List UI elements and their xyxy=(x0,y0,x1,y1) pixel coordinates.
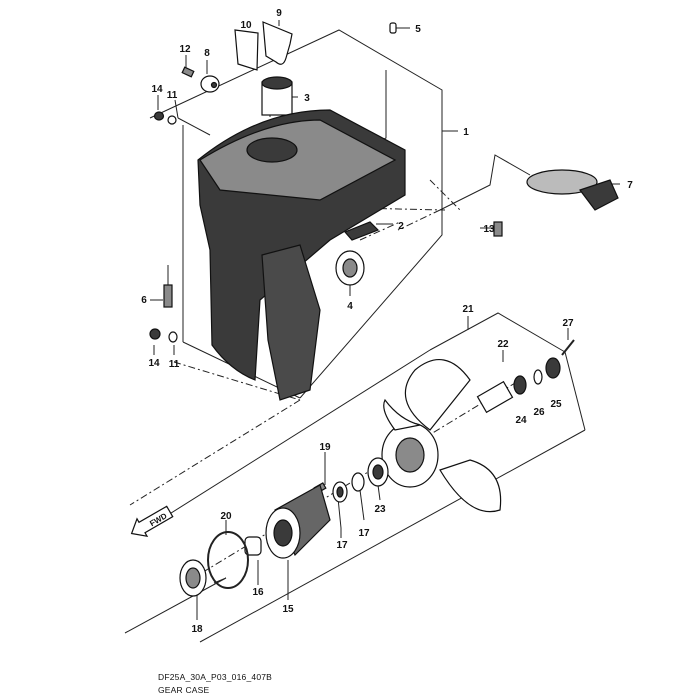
label-23: 23 xyxy=(374,504,386,515)
label-2: 2 xyxy=(398,221,404,232)
label-22: 22 xyxy=(497,339,509,350)
label-9: 9 xyxy=(276,8,282,19)
part-bolt-13 xyxy=(493,221,503,237)
label-25: 25 xyxy=(550,399,562,410)
label-16: 16 xyxy=(252,587,264,598)
label-24: 24 xyxy=(515,415,527,426)
label-1: 1 xyxy=(463,127,469,138)
part-plate-9 xyxy=(262,21,293,65)
label-21: 21 xyxy=(462,304,474,315)
part-bolt-6 xyxy=(163,284,173,308)
label-5: 5 xyxy=(415,24,421,35)
label-26: 26 xyxy=(533,407,545,418)
gear-case-1 xyxy=(197,109,406,401)
label-13: 13 xyxy=(483,224,495,235)
label-10: 10 xyxy=(240,20,252,31)
part-bolt-12 xyxy=(181,66,195,78)
label-27: 27 xyxy=(562,318,574,329)
part-clip-2 xyxy=(343,221,380,241)
part-washer-26 xyxy=(533,369,543,385)
part-washer-11b xyxy=(168,331,178,343)
label-17b: 17 xyxy=(358,528,370,539)
label-18: 18 xyxy=(191,624,203,635)
label-6: 6 xyxy=(141,295,147,306)
label-20: 20 xyxy=(220,511,232,522)
part-housing-15 xyxy=(265,484,331,559)
label-4: 4 xyxy=(347,301,353,312)
drawing-code: DF25A_30A_P03_016_407B xyxy=(158,672,273,682)
part-seal-17a xyxy=(351,472,365,492)
part-seal-18 xyxy=(179,559,207,597)
part-seal-17b xyxy=(332,481,348,503)
part-pin-5 xyxy=(389,22,397,34)
label-15: 15 xyxy=(282,604,294,615)
label-17a: 17 xyxy=(336,540,348,551)
label-8: 8 xyxy=(204,48,210,59)
label-3: 3 xyxy=(304,93,310,104)
part-spacer-22 xyxy=(476,380,514,414)
label-11: 11 xyxy=(167,90,178,101)
part-washer-11 xyxy=(167,115,177,125)
part-bearing-23 xyxy=(367,457,389,487)
label-19: 19 xyxy=(319,442,331,453)
part-bolt-14 xyxy=(153,111,165,121)
part-labels: 9 10 5 12 8 14 11 3 1 7 2 13 6 4 14 11 2… xyxy=(141,8,633,635)
part-grommet-8 xyxy=(200,75,220,93)
diagram-title: GEAR CASE xyxy=(158,685,210,695)
part-bearing-3 xyxy=(261,76,293,116)
part-anode-7 xyxy=(526,169,619,211)
label-14: 14 xyxy=(151,84,163,95)
part-washer-24 xyxy=(513,375,527,395)
part-anode-10 xyxy=(234,29,259,71)
label-11b: 11 xyxy=(169,359,180,370)
fwd-arrow-icon: FWD xyxy=(130,505,174,537)
part-oring-20 xyxy=(207,531,249,589)
label-12: 12 xyxy=(179,44,191,55)
part-cotter-pin-27 xyxy=(561,339,575,356)
part-nut-25 xyxy=(545,357,561,379)
propeller-21 xyxy=(381,359,502,513)
label-7: 7 xyxy=(627,180,633,191)
part-seal-4 xyxy=(335,250,365,286)
label-14b: 14 xyxy=(148,358,160,369)
part-bolt-14b xyxy=(149,328,161,340)
